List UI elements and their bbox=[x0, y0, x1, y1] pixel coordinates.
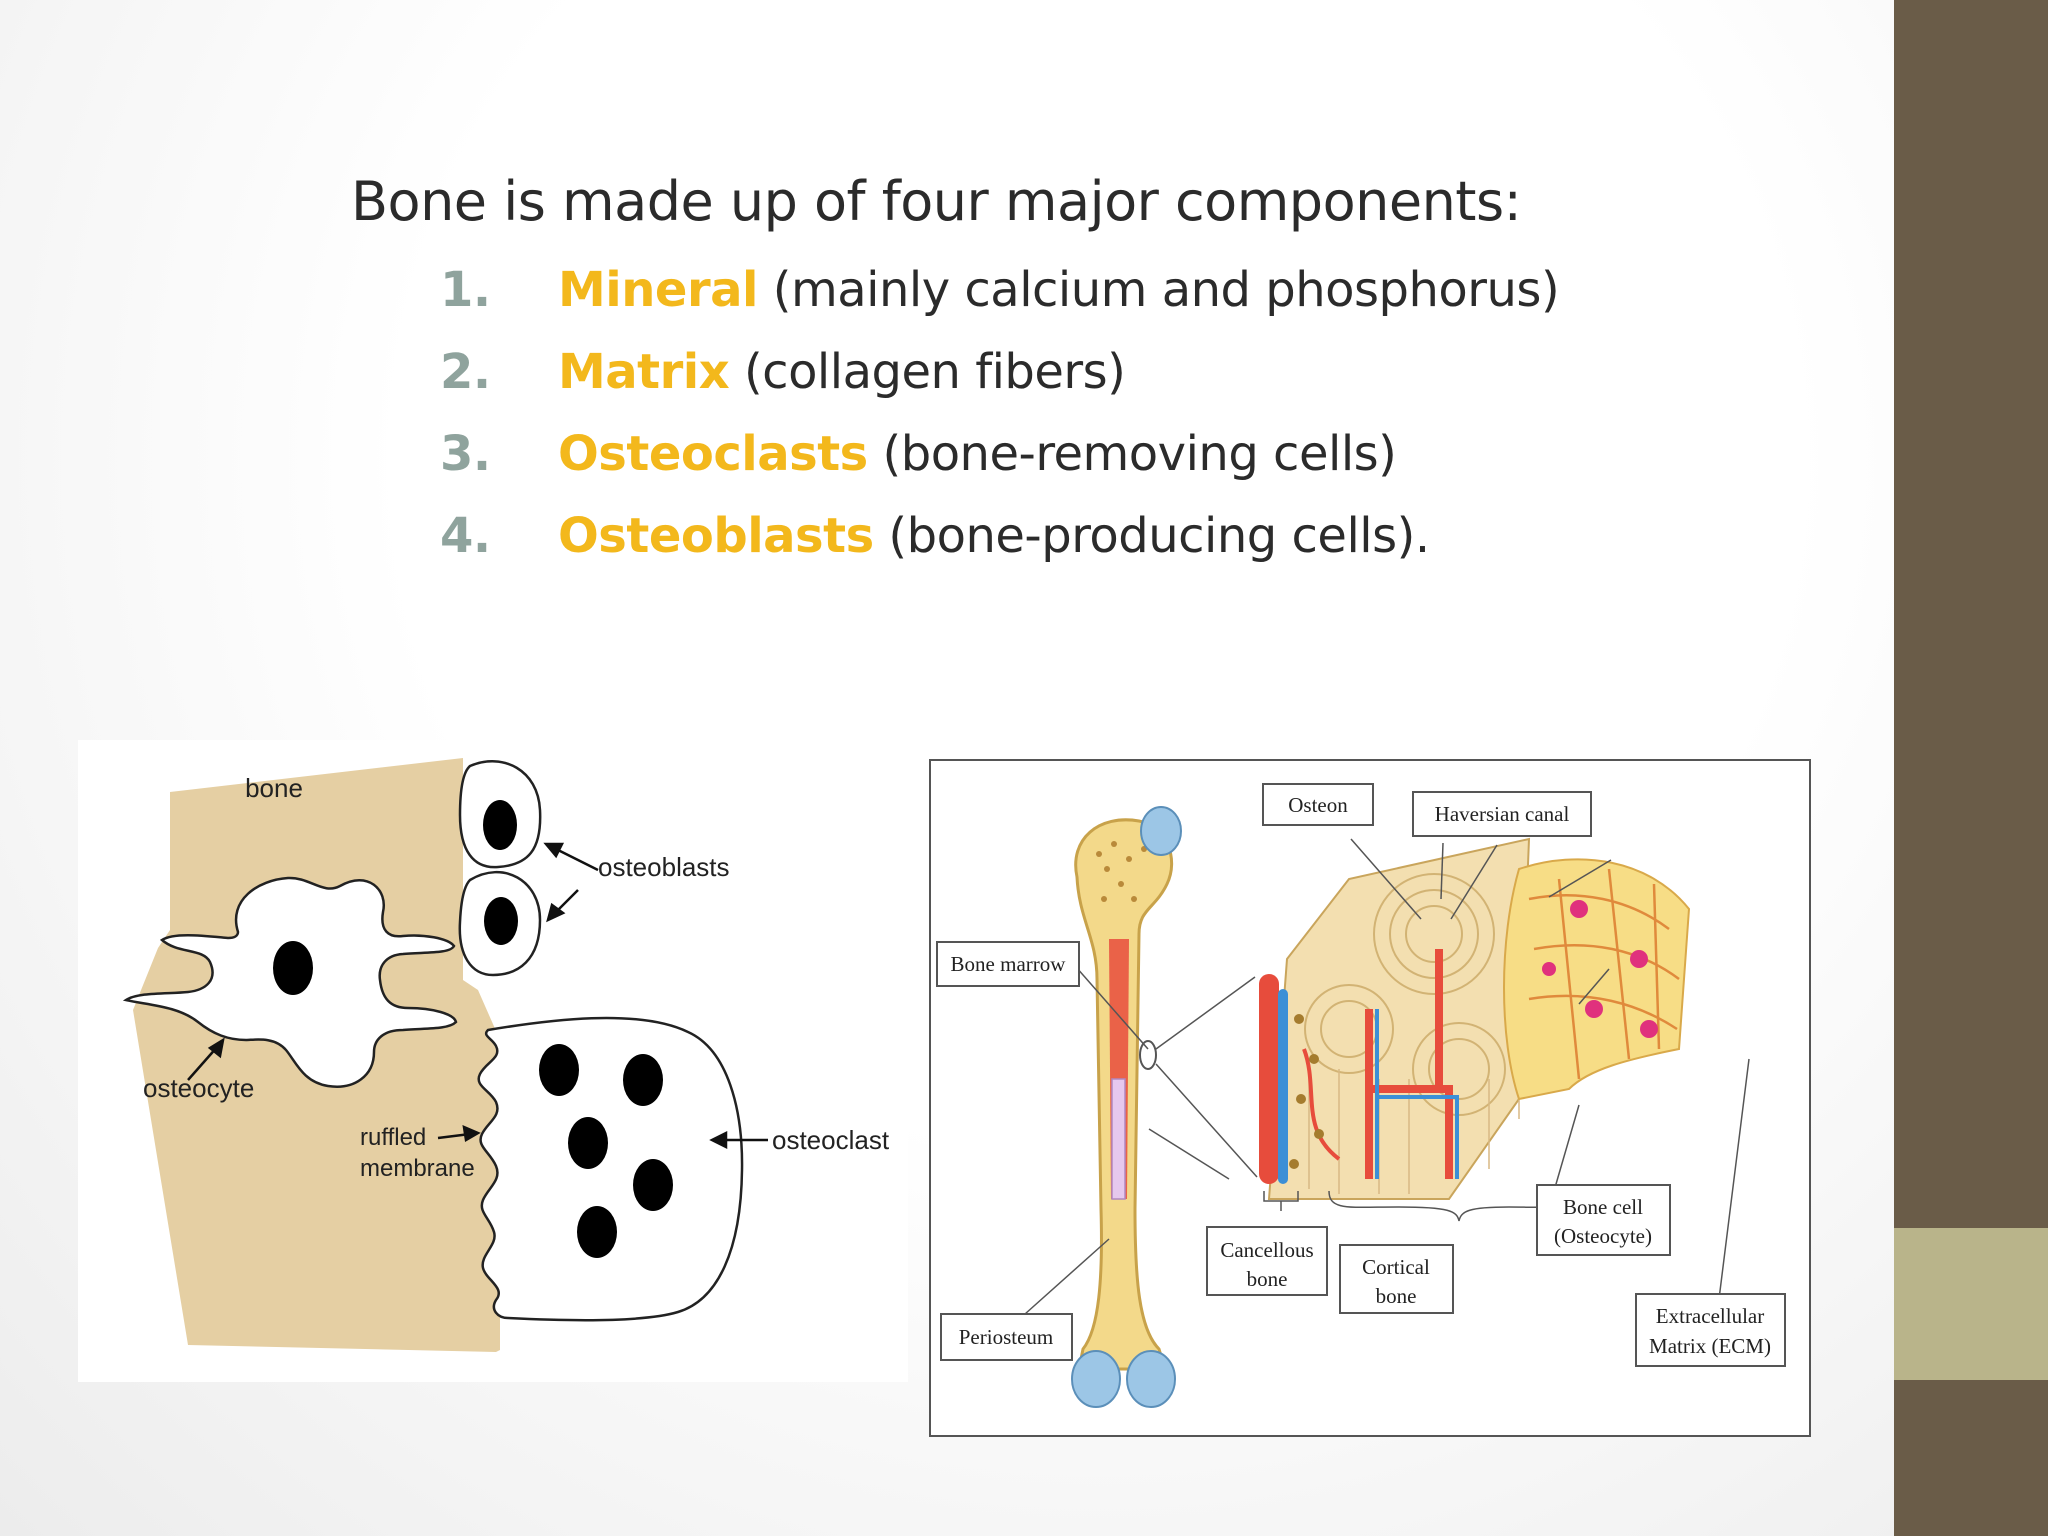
sidebar-accent-band bbox=[1894, 1228, 2048, 1380]
list-term: Matrix bbox=[558, 344, 730, 400]
osteoclast-cell bbox=[477, 1016, 744, 1322]
osteoclast-nucleus bbox=[539, 1044, 579, 1096]
osteoclast-nucleus bbox=[568, 1117, 608, 1169]
bone-label: bone bbox=[245, 773, 303, 803]
osteocyte-label: osteocyte bbox=[143, 1073, 254, 1103]
osteoblast-nucleus bbox=[484, 897, 518, 945]
list-description: (bone-removing cells) bbox=[867, 426, 1397, 482]
haversian-canal-label: Haversian canal bbox=[1435, 802, 1570, 826]
ruffled-membrane-label: membrane bbox=[360, 1155, 475, 1182]
list-term: Osteoblasts bbox=[558, 508, 874, 564]
bone-marrow-label: Bone marrow bbox=[951, 952, 1067, 976]
slide-canvas: Bone is made up of four major components… bbox=[0, 0, 1894, 1536]
list-number: 4. bbox=[440, 508, 491, 564]
bone-cell-label: (Osteocyte) bbox=[1554, 1224, 1652, 1248]
list-number: 2. bbox=[440, 344, 491, 400]
bone-anatomy-diagram: Osteon Haversian canal Bone marrow Perio… bbox=[929, 759, 1811, 1437]
list-number: 3. bbox=[440, 426, 491, 482]
periosteum-label: Periosteum bbox=[959, 1325, 1054, 1349]
cancellous-bone-label: Cancellous bbox=[1220, 1238, 1313, 1262]
osteoblasts-label: osteoblasts bbox=[598, 852, 730, 882]
list-number: 1. bbox=[440, 262, 491, 318]
osteon-label: Osteon bbox=[1288, 793, 1348, 817]
list-description: (bone-producing cells). bbox=[873, 508, 1430, 564]
list-description: (collagen fibers) bbox=[729, 344, 1126, 400]
list-term: Mineral bbox=[558, 262, 758, 318]
osteoclast-nucleus bbox=[577, 1206, 617, 1258]
osteocyte-nucleus bbox=[273, 941, 313, 995]
slide-heading: Bone is made up of four major components… bbox=[351, 170, 1522, 233]
cortical-bone-label: Cortical bbox=[1362, 1255, 1430, 1279]
bone-cells-diagram: bone osteoblasts osteocyte ruffled membr… bbox=[78, 740, 908, 1382]
bone-cell-label: Bone cell bbox=[1563, 1195, 1643, 1219]
list-term: Osteoclasts bbox=[558, 426, 868, 482]
ecm-label: Extracellular bbox=[1656, 1304, 1764, 1328]
ruffled-membrane-label: ruffled bbox=[360, 1124, 426, 1151]
osteoclast-label: osteoclast bbox=[772, 1125, 890, 1155]
ecm-wedge bbox=[1503, 858, 1691, 1101]
cancellous-bone-label: bone bbox=[1247, 1267, 1288, 1291]
ecm-label: Matrix (ECM) bbox=[1649, 1334, 1771, 1358]
osteoblast-nucleus bbox=[483, 800, 517, 850]
osteoclast-nucleus bbox=[633, 1159, 673, 1211]
cortical-bone-label: bone bbox=[1376, 1284, 1417, 1308]
list-description: (mainly calcium and phosphorus) bbox=[757, 262, 1560, 318]
osteoclast-nucleus bbox=[623, 1054, 663, 1106]
